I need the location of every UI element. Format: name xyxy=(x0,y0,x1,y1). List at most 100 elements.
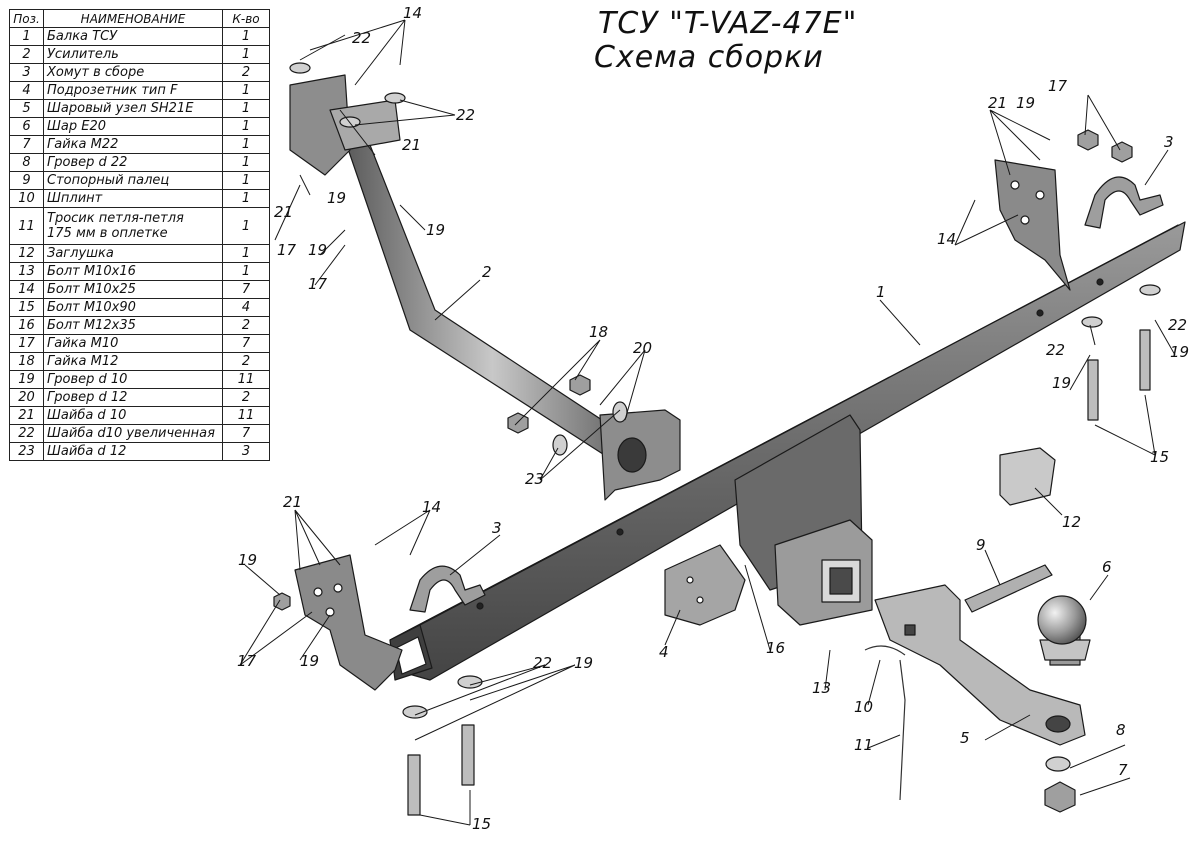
diagram-subtitle: Схема сборки xyxy=(594,40,824,75)
callout-17: 17 xyxy=(1048,77,1068,95)
callout-22: 22 xyxy=(1046,341,1065,359)
callout-22: 22 xyxy=(352,29,371,47)
receiver-box xyxy=(774,519,873,626)
callout-19: 19 xyxy=(300,652,319,670)
row-name-line: Тросик петля-петля xyxy=(47,211,184,226)
lock-pin xyxy=(964,564,1053,613)
callout-15: 15 xyxy=(1150,448,1169,466)
callout-19: 19 xyxy=(1170,343,1189,361)
callout-2: 2 xyxy=(482,263,492,281)
callout-9: 9 xyxy=(976,536,986,554)
callout-6: 6 xyxy=(1102,558,1112,576)
callout-17: 17 xyxy=(277,241,297,259)
callout-19: 19 xyxy=(426,221,445,239)
safety-cable xyxy=(864,645,906,801)
long-bolts xyxy=(407,329,1151,816)
callout-16: 16 xyxy=(766,639,785,657)
row-pos: 18 xyxy=(9,352,44,371)
clamp-right xyxy=(1084,176,1164,229)
callout-19: 19 xyxy=(1052,374,1071,392)
header-pos: Поз. xyxy=(9,9,44,28)
row-name: Шайба d 12 xyxy=(43,442,223,461)
row-name: Стопорный палец xyxy=(43,171,223,190)
callout-19: 19 xyxy=(574,654,593,672)
callout-21: 21 xyxy=(402,136,421,154)
tow-ball xyxy=(1037,595,1091,666)
callout-21: 21 xyxy=(283,493,302,511)
callout-14: 14 xyxy=(937,230,956,248)
callout-3: 3 xyxy=(1164,133,1174,151)
callout-14: 14 xyxy=(403,4,422,22)
row-qty: 1 xyxy=(222,207,270,245)
reinforcement-tube xyxy=(289,74,681,501)
callout-15: 15 xyxy=(472,815,491,833)
callout-3: 3 xyxy=(492,519,502,537)
callout-19: 19 xyxy=(1016,94,1035,112)
callout-1: 1 xyxy=(876,283,886,301)
row-name: Усилитель xyxy=(43,45,223,64)
callout-7: 7 xyxy=(1118,761,1128,779)
clamp-left xyxy=(409,565,486,613)
row-qty: 2 xyxy=(222,316,270,335)
ball-mount xyxy=(874,584,1086,746)
callout-19: 19 xyxy=(308,241,327,259)
row-name: Подрозетник тип F xyxy=(43,81,223,100)
row-name: Шплинт xyxy=(43,189,223,208)
row-pos: 14 xyxy=(9,280,44,299)
callout-12: 12 xyxy=(1062,513,1081,531)
row-name: Шайба d 10 xyxy=(43,406,223,425)
row-qty: 1 xyxy=(222,99,270,118)
callout-4: 4 xyxy=(659,643,669,661)
callout-13: 13 xyxy=(812,679,831,697)
row-pos: 22 xyxy=(9,424,44,443)
callout-21: 21 xyxy=(988,94,1007,112)
callout-5: 5 xyxy=(960,729,970,747)
row-qty: 3 xyxy=(222,442,270,461)
callout-21: 21 xyxy=(274,203,293,221)
row-pos: 13 xyxy=(9,262,44,281)
callout-17: 17 xyxy=(237,652,257,670)
callout-17: 17 xyxy=(308,275,328,293)
plug-cap xyxy=(999,447,1056,506)
diagram-title: ТСУ "T-VAZ-47E" xyxy=(598,6,858,41)
parts-table-header: Поз. НАИМЕНОВАНИЕ К-во xyxy=(9,9,270,28)
row-name-line: 175 мм в оплетке xyxy=(47,226,168,241)
callout-19: 19 xyxy=(327,189,346,207)
callout-19: 19 xyxy=(238,551,257,569)
callout-8: 8 xyxy=(1116,721,1126,739)
left-bracket xyxy=(294,554,403,691)
callout-18: 18 xyxy=(589,323,608,341)
callout-14: 14 xyxy=(422,498,441,516)
row-pos: 11 xyxy=(9,207,44,245)
callout-11: 11 xyxy=(854,736,873,754)
row-name: Шар E20 xyxy=(43,117,223,136)
callout-20: 20 xyxy=(633,339,652,357)
row-name: Шайба d10 увеличенная xyxy=(43,424,223,443)
callout-23: 23 xyxy=(525,470,544,488)
row-name: Шаровый узел SH21E xyxy=(43,99,223,118)
right-bracket xyxy=(994,159,1071,291)
row-qty: 1 xyxy=(222,262,270,281)
nuts xyxy=(273,129,1133,813)
callout-10: 10 xyxy=(854,698,873,716)
callout-22: 22 xyxy=(533,654,552,672)
